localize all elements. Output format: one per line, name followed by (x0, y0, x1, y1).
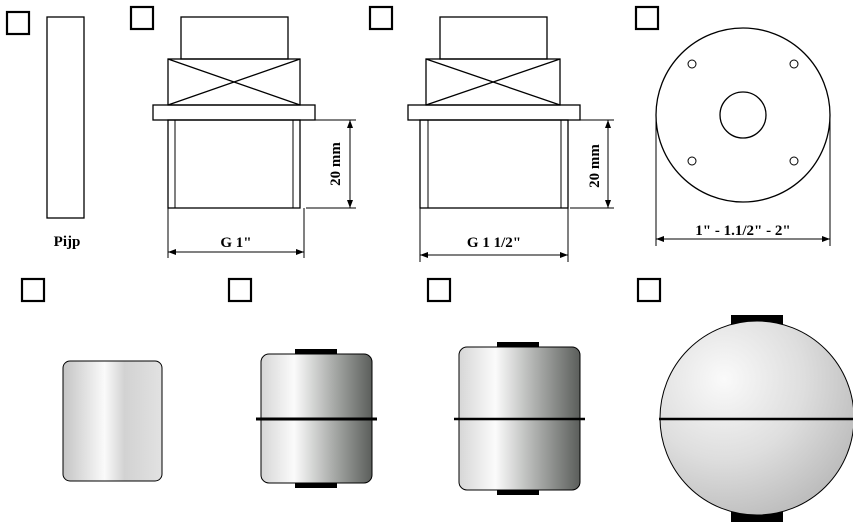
pipe-drawing (46, 16, 85, 219)
flange-label: 1" - 1.1/2" - 2" (695, 223, 790, 239)
checkbox-thread-g1-1-2[interactable] (368, 5, 394, 31)
float-sphere (659, 315, 853, 522)
flange-drawing (655, 27, 831, 246)
pipe-label: Pijp (54, 234, 81, 250)
checkbox-flange[interactable] (634, 5, 660, 31)
float-cylinder-rim-1 (256, 349, 377, 488)
checkbox-float-cylinder-rim-2[interactable] (426, 277, 452, 303)
float-cylinder-plain (62, 360, 163, 482)
thread-g1-height-label: 20 mm (328, 142, 344, 186)
checkbox-float-cylinder-rim-1[interactable] (227, 277, 253, 303)
float-cylinder-rim-2 (454, 342, 585, 495)
checkbox-float-cylinder-plain[interactable] (20, 277, 46, 303)
thread-g1-1-2-drawing (407, 16, 614, 262)
checkbox-float-sphere[interactable] (636, 277, 662, 303)
checkbox-pipe[interactable] (5, 10, 31, 36)
thread-g1-drawing (152, 16, 356, 258)
thread-g1-1-2-label: G 1 1/2" (467, 235, 521, 251)
thread-g1-1-2-height-label: 20 mm (587, 144, 603, 188)
checkbox-thread-g1[interactable] (129, 5, 155, 31)
thread-g1-label: G 1" (220, 235, 251, 251)
